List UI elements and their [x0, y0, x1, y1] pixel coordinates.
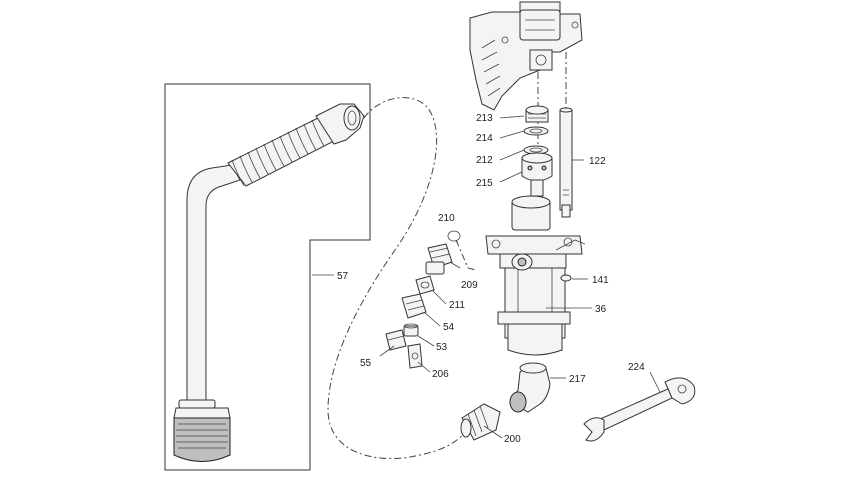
- fitting-209: [425, 243, 453, 275]
- coiled-hose: [227, 117, 337, 187]
- displacement-rod-122: [559, 107, 573, 218]
- callout-217: 217: [569, 374, 586, 385]
- fitting-55: [385, 329, 407, 351]
- callout-210: 210: [438, 213, 455, 224]
- inlet-fitting-200: [460, 403, 501, 441]
- piston-215: [521, 152, 553, 197]
- callout-57: 57: [337, 271, 349, 282]
- callout-54: 54: [443, 322, 455, 333]
- o-ring-210: [447, 230, 461, 242]
- ring-214: [523, 126, 549, 136]
- nut-53: [403, 323, 419, 337]
- fitting-54: [401, 293, 427, 319]
- strainer: [173, 399, 231, 462]
- pump-cylinder-36: [485, 195, 586, 356]
- callout-53: 53: [436, 342, 448, 353]
- nut-211: [415, 275, 435, 295]
- callout-122: 122: [589, 156, 606, 167]
- callout-209: 209: [461, 280, 478, 291]
- callout-200: 200: [504, 434, 521, 445]
- elbow-206: [407, 343, 423, 369]
- callout-214: 214: [476, 133, 493, 144]
- callout-141: 141: [592, 275, 609, 286]
- packing-nut-213: [525, 105, 549, 123]
- pump-housing-frame: [469, 1, 583, 111]
- callout-36: 36: [595, 304, 607, 315]
- fitting-route-dashed: [455, 239, 477, 271]
- callout-213: 213: [476, 113, 493, 124]
- leader-lines: [312, 115, 661, 439]
- callout-212: 212: [476, 155, 493, 166]
- clip-141: [560, 274, 572, 282]
- callout-labels: 213 214 212 215 122 210 209 211 54 53 55…: [337, 113, 645, 445]
- callout-206: 206: [432, 369, 449, 380]
- suction-tube-part: [173, 103, 365, 462]
- callout-224: 224: [628, 362, 645, 373]
- elbow-217: [509, 362, 551, 413]
- callout-211: 211: [449, 300, 465, 311]
- suction-tube-box: [164, 83, 371, 471]
- hose-route-dashed: [327, 97, 471, 460]
- spanner-wrench-224: [583, 377, 696, 442]
- callout-55: 55: [360, 358, 372, 369]
- callout-215: 215: [476, 178, 493, 189]
